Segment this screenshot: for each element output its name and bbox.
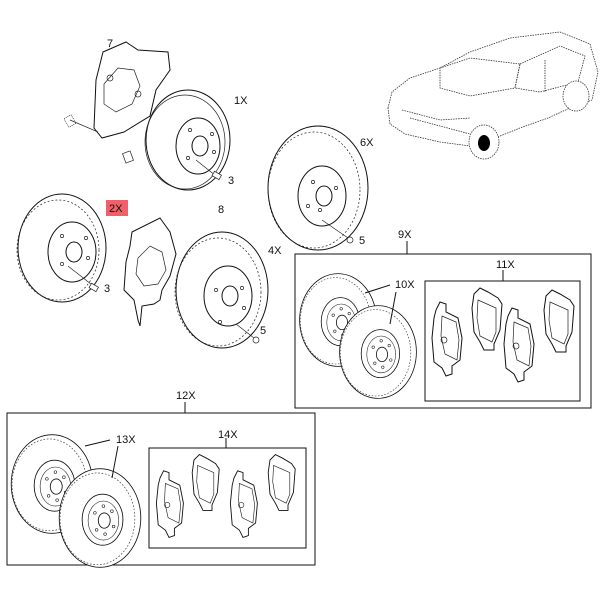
part-6x-brake-disc: 6X 5 4X (267, 125, 374, 257)
part-2x-brake-disc: 3 2X (16, 193, 128, 303)
part-10x-discs: 10X (299, 273, 417, 399)
highlight-2x (106, 200, 128, 216)
label-8: 8 (218, 204, 224, 216)
label-5-upper: 5 (359, 235, 365, 247)
label-5-lower: 5 (260, 325, 266, 337)
label-6x: 6X (360, 137, 374, 149)
part-13x-discs: 13X (10, 434, 142, 568)
kit-14x-pads: 14X (148, 429, 307, 549)
part-1x-brake-disc: 1X 3 (144, 89, 248, 191)
kit-12x: 12X 13X 14X (6, 390, 316, 568)
car-illustration (387, 31, 599, 160)
label-10x: 10X (395, 279, 415, 291)
label-2x: 2X (109, 203, 123, 215)
kit-9x: 9X 10X 11X (294, 229, 592, 409)
label-3-upper: 3 (228, 175, 234, 187)
label-14x: 14X (218, 429, 238, 441)
label-12x: 12X (176, 390, 196, 402)
part-7-splash-shield: 7 (63, 38, 171, 164)
label-7: 7 (107, 38, 113, 50)
label-11x: 11X (496, 259, 515, 271)
label-3-lower: 3 (104, 283, 110, 295)
part-4x-brake-disc: 5 (174, 231, 269, 349)
label-4x: 4X (268, 245, 282, 257)
label-9x: 9X (398, 229, 412, 241)
label-13x: 13X (116, 434, 136, 446)
kit-11x-pads: 11X (424, 259, 581, 402)
label-1x: 1X (234, 95, 248, 107)
part-8-backing-plate: 8 (123, 204, 224, 327)
